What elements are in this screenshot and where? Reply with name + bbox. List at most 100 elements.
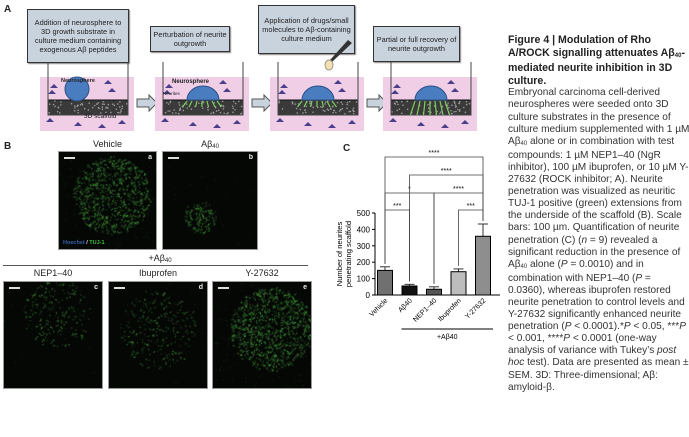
scaffold-texture — [281, 108, 284, 110]
scaffold-texture — [451, 104, 453, 106]
caption-text-segment: -mediated neurite inhibition in 3D cultu… — [508, 46, 685, 87]
scaffold-texture — [77, 109, 79, 112]
scaffold-texture — [119, 112, 121, 114]
scaffold-texture — [234, 102, 237, 105]
scaffold-texture — [119, 100, 121, 103]
scaffold-texture — [397, 103, 399, 106]
scaffold-texture — [97, 106, 100, 109]
y-tick-label: 400 — [357, 225, 371, 234]
scaffold-texture — [79, 103, 82, 106]
scaffold-texture — [458, 110, 461, 113]
bar — [450, 271, 467, 296]
caption-text-segment: = 0.0360), whereas ibuprofen restored ne… — [508, 272, 685, 333]
scaffold-texture — [167, 110, 169, 112]
image-letter: b — [248, 154, 253, 161]
step-box-2: Perturbation of neurite outgrowth — [150, 26, 230, 52]
scaffold-texture — [406, 108, 409, 111]
abeta-triangle — [98, 124, 106, 128]
droplet-icon — [324, 59, 334, 71]
neurites-label: Neurites — [163, 91, 180, 96]
group-label-abeta: +Aβ40 — [148, 253, 172, 264]
caption-text-segment: post hoc — [508, 345, 677, 369]
scaffold-texture — [171, 112, 174, 114]
scaffold-texture — [348, 100, 351, 103]
scaffold-texture — [462, 106, 465, 109]
scaffold-texture — [73, 109, 76, 112]
significance-label: *** — [393, 203, 401, 210]
scaffold-texture — [97, 102, 100, 104]
image-letter: a — [148, 154, 152, 161]
abeta-triangle — [46, 118, 54, 122]
scaffold-texture — [309, 102, 311, 105]
caption-text-segment: P — [564, 321, 572, 333]
scaffold-texture — [336, 101, 339, 104]
abeta-triangle — [189, 122, 197, 126]
caption-text-segment: < 0.05, *** — [630, 321, 680, 333]
neurite — [297, 100, 303, 108]
caption-text-segment: 40 — [520, 263, 528, 270]
scaffold-texture — [217, 109, 220, 112]
significance-label: **** — [453, 186, 464, 193]
scaffold-texture — [319, 105, 322, 108]
neurite — [194, 100, 198, 108]
scaffold-texture — [167, 103, 170, 105]
bar — [426, 288, 442, 296]
title-nep: NEP1–40 — [33, 268, 73, 278]
scaffold-texture — [52, 103, 55, 106]
abeta-triangle — [393, 84, 401, 88]
neurite — [303, 100, 308, 108]
abeta-triangle — [219, 80, 227, 84]
scaffold-texture — [232, 111, 234, 113]
caption-text-segment: Figure 4 | Modulation of Rho A/ROCK sign… — [508, 34, 675, 59]
neurite — [422, 100, 426, 116]
scaffold-texture — [70, 102, 73, 105]
group-label: +Aβ40 — [437, 334, 458, 341]
scaffold-texture — [324, 110, 326, 112]
scale-bar — [9, 287, 20, 289]
scaffold-texture — [316, 106, 319, 109]
well-insert — [47, 62, 129, 116]
scaffold-texture — [352, 107, 355, 109]
micrograph-vehicle: a Hoechst / TUJ-1 — [58, 151, 157, 250]
scaffold-texture — [278, 100, 281, 102]
scaffold-texture — [121, 107, 123, 110]
scaffold-texture — [346, 103, 348, 106]
abeta-triangle — [118, 120, 126, 124]
scaffold-texture — [213, 101, 216, 104]
scaffold-texture — [125, 103, 128, 105]
scaffold-texture — [118, 106, 121, 108]
abeta-triangle — [108, 88, 116, 92]
scaffold-texture — [348, 110, 350, 113]
scaffold-texture — [120, 109, 122, 111]
scaffold-texture — [326, 108, 329, 110]
abeta-triangle — [165, 84, 173, 88]
scaffold-texture — [454, 104, 457, 106]
scaffold-texture — [312, 111, 314, 113]
significance-bracket — [409, 174, 484, 282]
scaffold-texture — [175, 112, 177, 114]
scaffold-texture — [202, 101, 205, 104]
x-tick-label: Aβ40 — [397, 297, 414, 314]
scaffold-texture — [299, 108, 302, 111]
scaffold-texture — [96, 103, 98, 105]
well-insert — [277, 62, 359, 116]
scaffold-texture — [464, 111, 467, 114]
caption-text-segment: 40 — [674, 52, 682, 59]
neurite — [206, 100, 210, 108]
scaffold-texture — [177, 112, 180, 115]
scaffold-texture — [232, 107, 234, 110]
scaffold-texture — [346, 101, 349, 104]
scaffold-texture — [349, 110, 352, 113]
scaffold-texture — [101, 106, 104, 108]
panel-c-label: C — [343, 143, 351, 154]
scaffold-texture — [450, 110, 452, 112]
scaffold-texture — [113, 104, 116, 107]
scaffold-texture — [173, 109, 175, 111]
caption-text-segment: P — [679, 321, 686, 333]
scaffold-texture — [296, 112, 299, 114]
scaffold-texture — [202, 107, 204, 110]
caption-text-segment: alone or in combination with test compou… — [508, 135, 689, 246]
scaffold-texture — [398, 108, 401, 110]
scaffold-texture — [56, 110, 59, 113]
